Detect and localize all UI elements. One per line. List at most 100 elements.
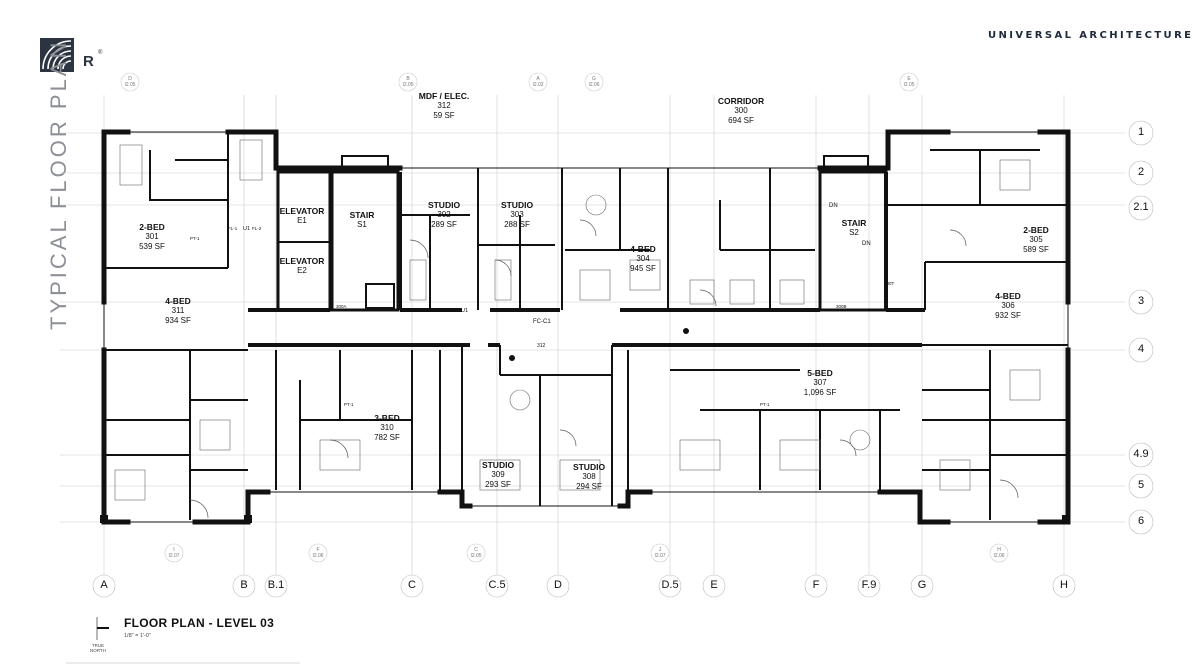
- room-name: CORRIDOR: [717, 96, 765, 106]
- room-area: 782 SF: [374, 433, 400, 442]
- grid-column-bubbles: [92, 574, 1076, 598]
- tag-u1-3: U1: [638, 308, 646, 314]
- room-number: 306: [1001, 301, 1015, 310]
- grid-row-label: 2: [1137, 166, 1145, 178]
- floor-plan-scale: 1/8" = 1'-0": [124, 633, 151, 639]
- grid-column-label: F: [812, 579, 820, 591]
- room-number: 312: [437, 101, 451, 110]
- tag-door-300b: 300B: [836, 304, 847, 309]
- room-number: 307: [813, 378, 827, 387]
- tag-dn-2: DN: [862, 241, 871, 247]
- grid-column-label: F.9: [861, 579, 877, 591]
- tag-pt1: PT-1: [190, 236, 200, 241]
- tag-door-300t: 300T: [884, 281, 895, 286]
- room-name: STUDIO: [481, 460, 515, 470]
- section-markers: [120, 72, 1009, 563]
- grid-row-label: 4.9: [1133, 448, 1149, 460]
- room-number: S1: [357, 220, 367, 229]
- title-block-lines: [66, 617, 300, 664]
- tag-pt1-3: PT-1: [760, 402, 770, 407]
- room-name: ELEVATOR: [279, 256, 325, 266]
- corridor-walls: [248, 308, 925, 347]
- room-name: STAIR: [349, 210, 375, 220]
- tag-corridor-number: 312: [537, 343, 546, 349]
- room-number: 303: [510, 210, 524, 219]
- room-name: ELEVATOR: [279, 206, 325, 216]
- room-number: 301: [145, 232, 159, 241]
- grid-column-label: B: [240, 579, 248, 591]
- grid-row-label: 6: [1137, 515, 1145, 527]
- room-area: 294 SF: [576, 482, 602, 491]
- room-number: E2: [297, 266, 307, 275]
- exterior-walls: [101, 129, 1071, 525]
- grid-column-label: H: [1060, 579, 1068, 591]
- grid-column-label: C.5: [488, 579, 506, 591]
- grid-row-label: 2.1: [1133, 201, 1149, 213]
- grid-column-label: B.1: [267, 579, 285, 591]
- grid-row-bubbles: [1128, 120, 1154, 535]
- room-number: 310: [380, 423, 394, 432]
- glazing: [103, 131, 1069, 523]
- grid-row-label: 3: [1137, 295, 1145, 307]
- room-name: 2-BED: [139, 222, 165, 232]
- fixtures: [114, 139, 1041, 501]
- room-area: 934 SF: [165, 316, 191, 325]
- grid-column-label: G: [917, 579, 927, 591]
- room-name: STUDIO: [500, 200, 534, 210]
- room-name: 4-BED: [165, 296, 191, 306]
- tag-door-300a: 300A: [336, 304, 347, 309]
- room-number: 304: [636, 254, 650, 263]
- grid-lines: [60, 95, 1125, 575]
- room-area: 932 SF: [995, 311, 1021, 320]
- floor-plan-title: FLOOR PLAN - LEVEL 03: [124, 616, 275, 630]
- room-area: 293 SF: [485, 480, 511, 489]
- room-area: 59 SF: [433, 111, 455, 120]
- tag-pt1-2: PT-1: [344, 402, 354, 407]
- room-name: STAIR: [841, 218, 867, 228]
- grid-column-label: D.5: [661, 579, 679, 591]
- room-name: 5-BED: [807, 368, 833, 378]
- tag-fl2: FL-2: [252, 226, 262, 231]
- room-name: MDF / ELEC.: [418, 91, 470, 101]
- tag-dn: DN: [829, 203, 838, 209]
- room-name: STUDIO: [572, 462, 606, 472]
- room-number: 302: [437, 210, 451, 219]
- room-area: 539 SF: [139, 242, 165, 251]
- logo-letter: R: [83, 53, 94, 70]
- grid-column-label: C: [408, 579, 416, 591]
- room-name: 4-BED: [995, 291, 1021, 301]
- room-number: S2: [849, 228, 859, 237]
- grid-column-label: D: [554, 579, 562, 591]
- brand-name: UNIVERSAL ARCHITECTURE: [988, 30, 1194, 41]
- tag-u1-2: U1: [461, 308, 469, 314]
- grid-column-label: A: [100, 579, 108, 591]
- room-number: E1: [297, 216, 307, 225]
- grid-row-label: 1: [1137, 126, 1145, 138]
- room-name: 2-BED: [1023, 225, 1049, 235]
- room-area: 694 SF: [728, 116, 754, 125]
- room-number: 305: [1029, 235, 1043, 244]
- room-number: 308: [582, 472, 596, 481]
